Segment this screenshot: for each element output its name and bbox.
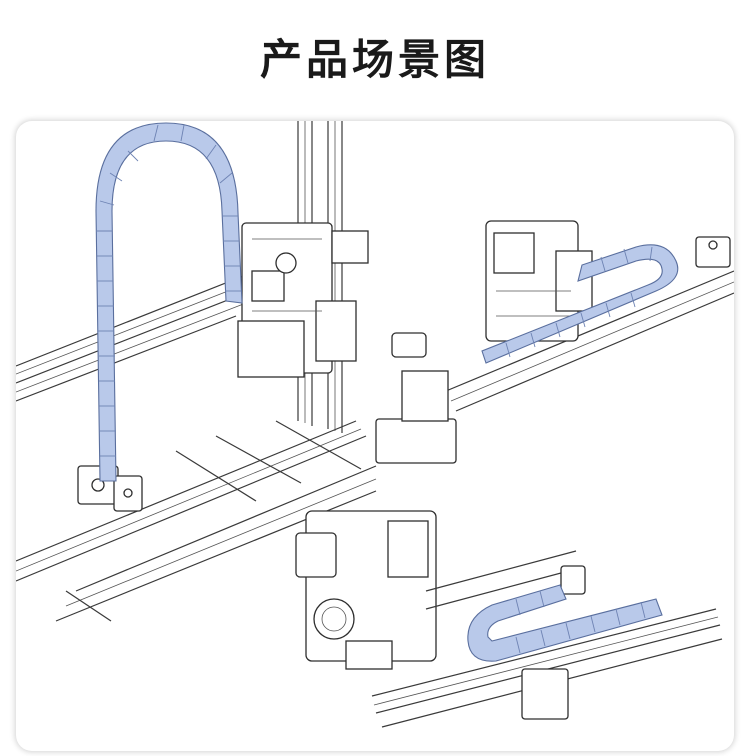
- carriage-block: [237, 222, 369, 378]
- drag-chain-u-loop: [95, 122, 243, 482]
- bottom-rail: [371, 608, 723, 728]
- drag-chain-bottom-loop: [467, 584, 663, 662]
- chain-links-u-loop: [96, 124, 241, 457]
- x-axis-rail: [445, 270, 734, 412]
- scene-panel: [16, 121, 734, 751]
- y-carriage-rail: [425, 550, 586, 610]
- scene-vertical-u-loop: [16, 121, 377, 622]
- chain-links-bottom: [515, 590, 646, 654]
- toolhead-top-right: [485, 220, 593, 342]
- end-bracket-right: [695, 236, 731, 268]
- scene-toolhead-loop: [295, 510, 723, 728]
- horizontal-rails: [16, 270, 377, 622]
- scene-illustrations: [16, 121, 734, 728]
- end-bracket-left: [375, 332, 457, 464]
- toolhead-bottom: [295, 510, 437, 670]
- chain-links-horizontal: [505, 246, 653, 358]
- page-title: 产品场景图: [259, 35, 490, 84]
- scene-horizontal-carriage: [375, 220, 734, 464]
